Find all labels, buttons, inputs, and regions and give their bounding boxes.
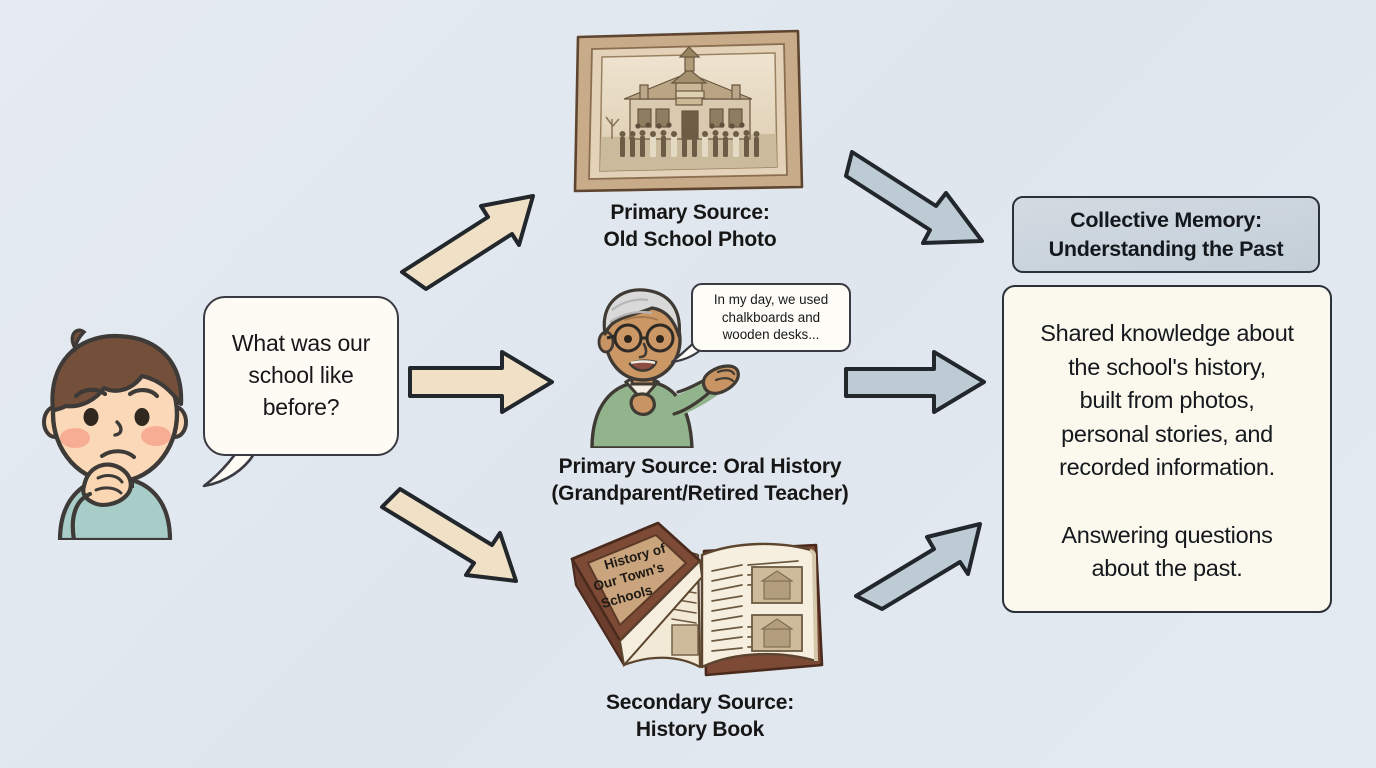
caption-line-1: Primary Source: Oral History: [558, 455, 842, 478]
arrow-history-book-to-collective-memory: [854, 522, 982, 611]
student-question-text: What was our school like before?: [231, 330, 371, 420]
elderly-person-icon: [590, 288, 740, 451]
arrow-to-history-book: [380, 487, 518, 583]
caption-line-2: (Grandparent/Retired Teacher): [551, 481, 849, 505]
open-book-icon: History of Our Town's Schools: [570, 521, 824, 677]
framed-photo-icon: [573, 29, 804, 193]
thinking-boy-icon: [42, 328, 188, 543]
old-school-photo: [572, 27, 804, 195]
collective-memory-description-box: Shared knowledge about the school's hist…: [1002, 285, 1332, 613]
collective-memory-header-box: Collective Memory: Understanding the Pas…: [1012, 196, 1320, 273]
caption-line-1: Primary Source:: [610, 201, 770, 224]
old-school-photo-caption: Primary Source: Old School Photo: [540, 200, 840, 254]
arrow-to-old-school-photo: [400, 194, 535, 291]
student-speech-bubble: What was our school like before?: [203, 296, 399, 456]
caption-line-2: History Book: [635, 717, 765, 741]
elder-speech-bubble: In my day, we used chalkboards and woode…: [691, 283, 851, 352]
history-book: History of Our Town's Schools: [566, 515, 834, 683]
arrow-photo-to-collective-memory: [844, 150, 984, 245]
elder-quote-text: In my day, we used chalkboards and woode…: [713, 291, 829, 343]
oral-history-character: [578, 280, 743, 451]
collective-memory-title: Collective Memory: Understanding the Pas…: [1048, 207, 1284, 261]
arrow-oral-history-to-collective-memory: [844, 350, 986, 414]
collective-memory-description: Shared knowledge about the school's hist…: [1040, 320, 1294, 582]
student-character: [20, 318, 210, 543]
caption-line-1: Secondary Source:: [606, 691, 794, 714]
history-book-caption: Secondary Source: History Book: [550, 690, 850, 744]
caption-line-2: Old School Photo: [603, 227, 777, 251]
arrow-to-oral-history: [408, 350, 554, 414]
oral-history-caption: Primary Source: Oral History (Grandparen…: [470, 454, 930, 508]
